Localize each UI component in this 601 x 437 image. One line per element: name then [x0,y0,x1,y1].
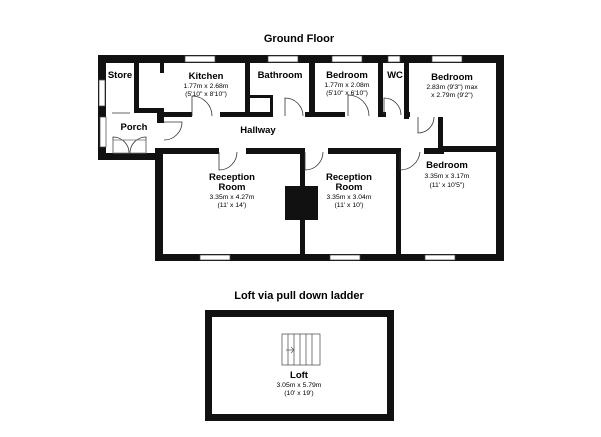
bedroom-rear-size-metric: 2.83m (9'3") max [426,84,478,91]
reception-2-size-metric: 3.35m x 3.04m [327,194,372,201]
reception-1-label-line2: Room [219,182,246,193]
loft-heading: Loft via pull down ladder [234,290,364,302]
bedroom-large-size-metric: 3.35m x 3.17m [425,173,470,180]
loft-size-metric: 3.05m x 5.79m [277,382,322,389]
bedroom-rear-size-imperial: x 2.79m (9'2") [431,92,473,99]
ground-floor-heading: Ground Floor [264,33,335,45]
bathroom-label: Bathroom [258,70,303,81]
bedroom-front-label: Bedroom [326,70,368,81]
ground-floor-walls [98,55,504,261]
loft-size-imperial: (10' x 19') [284,390,313,397]
hallway-label: Hallway [240,125,276,136]
bedroom-rear-label: Bedroom [431,72,473,83]
room-labels: Store Kitchen 1.77m x 2.68m (5'10" x 8'1… [108,70,478,209]
reception-2-label-line1: Reception [326,172,372,183]
wc-label: WC [387,70,403,81]
reception-1-label-line1: Reception [209,172,255,183]
reception-2-label-line2: Room [336,182,363,193]
bedroom-front-size-imperial: (5'10" x 6'10") [326,90,368,97]
loft-ladder-arrow-icon [286,346,295,354]
door-swings [112,94,435,171]
loft-ladder-icon [281,333,321,366]
reception-1-size-metric: 3.35m x 4.27m [210,194,255,201]
kitchen-size-metric: 1.77m x 2.68m [184,83,229,90]
kitchen-label: Kitchen [189,71,224,82]
windows [98,55,463,261]
reception-2-size-imperial: (11' x 10') [335,202,364,209]
bedroom-large-label: Bedroom [426,160,468,171]
store-label: Store [108,70,132,81]
loft-walls [205,310,394,421]
loft-label: Loft [290,370,309,381]
kitchen-size-imperial: (5'10" x 8'10") [185,91,227,98]
bedroom-large-size-imperial: (11' x 10'5") [429,182,464,189]
porch-label: Porch [121,122,148,133]
reception-1-size-imperial: (11' x 14') [218,202,247,209]
bedroom-front-size-metric: 1.77m x 2.08m [325,82,370,89]
